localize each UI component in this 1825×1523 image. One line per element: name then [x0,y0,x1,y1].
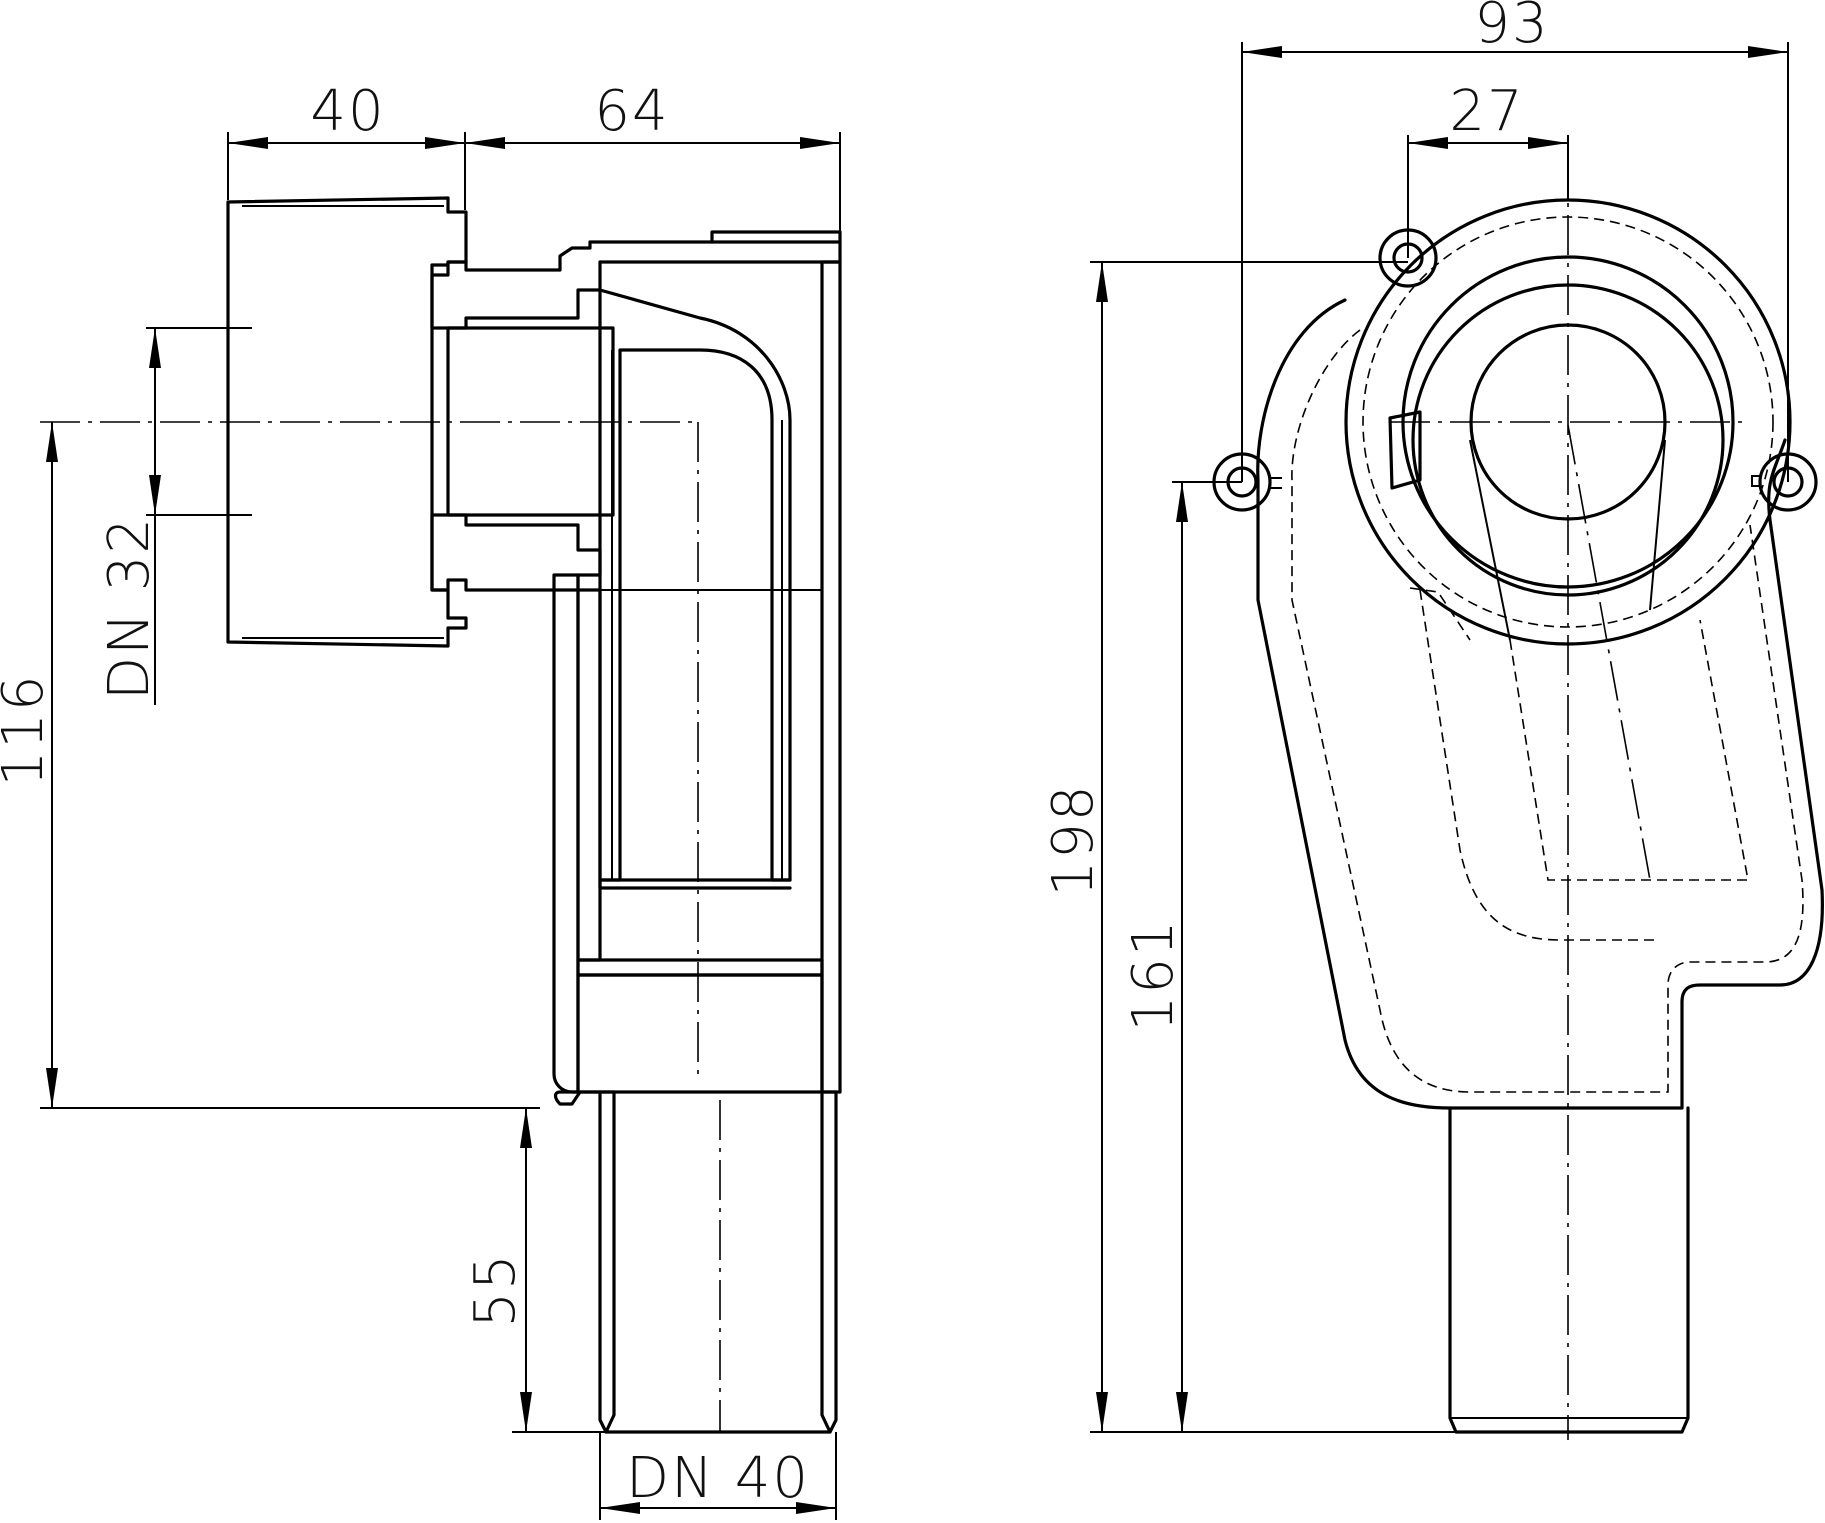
dim-161: 161 [1121,919,1186,1032]
casing-left-wall [552,573,580,1094]
front-view [1212,155,1824,1440]
dim-40: 40 [310,79,385,144]
front-view-dimensions: 93 27 198 161 [1041,0,1789,1433]
section-view [40,196,842,1434]
outlet-tube [598,1090,616,1434]
dim-dn40: DN 40 [626,1446,810,1511]
body-outline [1256,298,1824,1110]
section-view-dimensions: 40 64 DN 32 116 55 DN 40 [0,79,841,1520]
front-outlet-tube [1448,1106,1690,1434]
dim-dn32: DN 32 [97,516,162,700]
dim-198: 198 [1041,784,1106,897]
separation-plate [576,958,824,977]
connector-nut-bottom [430,513,602,592]
casing-inner-wall [576,588,602,962]
dim-55: 55 [463,1252,528,1327]
connector-nut-top [430,240,842,330]
casing-right-wall [820,260,842,1094]
mounting-lug-right [1751,452,1818,512]
dip-tube [598,288,792,882]
dim-27: 27 [1449,79,1524,144]
dim-93: 93 [1474,0,1549,56]
outlet-tube-right [820,1090,838,1434]
dim-116: 116 [0,674,56,787]
dim-64: 64 [594,79,669,144]
